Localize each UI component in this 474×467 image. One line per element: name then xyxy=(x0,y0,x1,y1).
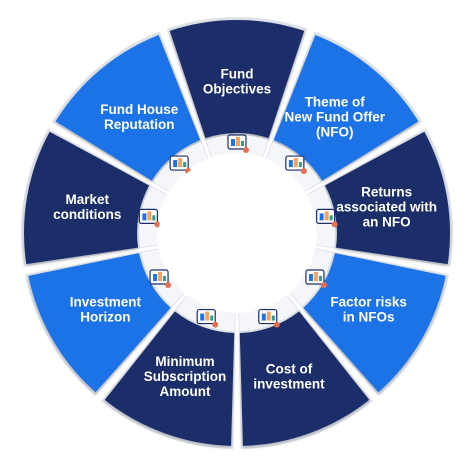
segment-block xyxy=(169,20,305,139)
segment-label-line: Amount xyxy=(160,384,211,399)
segment-block xyxy=(28,253,171,393)
center-circle xyxy=(159,155,315,311)
businessman-growth-icon xyxy=(149,269,172,288)
segment-block xyxy=(104,311,235,446)
segment-label-line: associated with xyxy=(336,200,437,215)
segment-label-line: (NFO) xyxy=(316,125,354,140)
monitor-chart-icon xyxy=(316,208,338,228)
segment-label-line: in NFOs xyxy=(343,310,395,325)
rupee-coin-icon xyxy=(285,155,307,175)
segment-label-line: Subscription xyxy=(144,369,227,384)
document-money-icon xyxy=(258,308,280,328)
segment-block xyxy=(55,34,201,181)
segment-label-line: Investment xyxy=(70,295,142,310)
segment-label-line: Market xyxy=(66,192,110,207)
segment-label-line: Cost of xyxy=(266,361,313,376)
segment-label-line: conditions xyxy=(53,207,121,222)
segment-label-line: Fund xyxy=(221,67,254,82)
segment-label-line: Factor risks xyxy=(330,295,407,310)
segment-block xyxy=(239,311,370,446)
segment-block xyxy=(273,34,419,181)
segment-label-line: Horizon xyxy=(80,310,130,325)
segment-label-line: an NFO xyxy=(363,215,411,230)
segment-block xyxy=(24,131,150,265)
segment-label-line: Returns xyxy=(361,185,412,200)
risk-sign-icon xyxy=(305,269,327,288)
segment-label-line: Minimum xyxy=(155,354,214,369)
segment-label-line: Reputation xyxy=(104,117,175,132)
team-target-icon xyxy=(196,308,219,328)
segment-block xyxy=(324,131,450,265)
segment-label-line: Theme of xyxy=(305,95,366,110)
segment-label-line: Fund House xyxy=(100,102,178,117)
checklist-icon xyxy=(227,134,249,153)
segment-label-line: New Fund Offer xyxy=(284,110,385,125)
segment-block xyxy=(303,253,446,393)
segment-label-line: Objectives xyxy=(203,82,271,97)
segment-label-line: investment xyxy=(253,376,325,391)
analyst-chart-icon xyxy=(138,208,161,228)
presentation-icon xyxy=(169,155,192,175)
